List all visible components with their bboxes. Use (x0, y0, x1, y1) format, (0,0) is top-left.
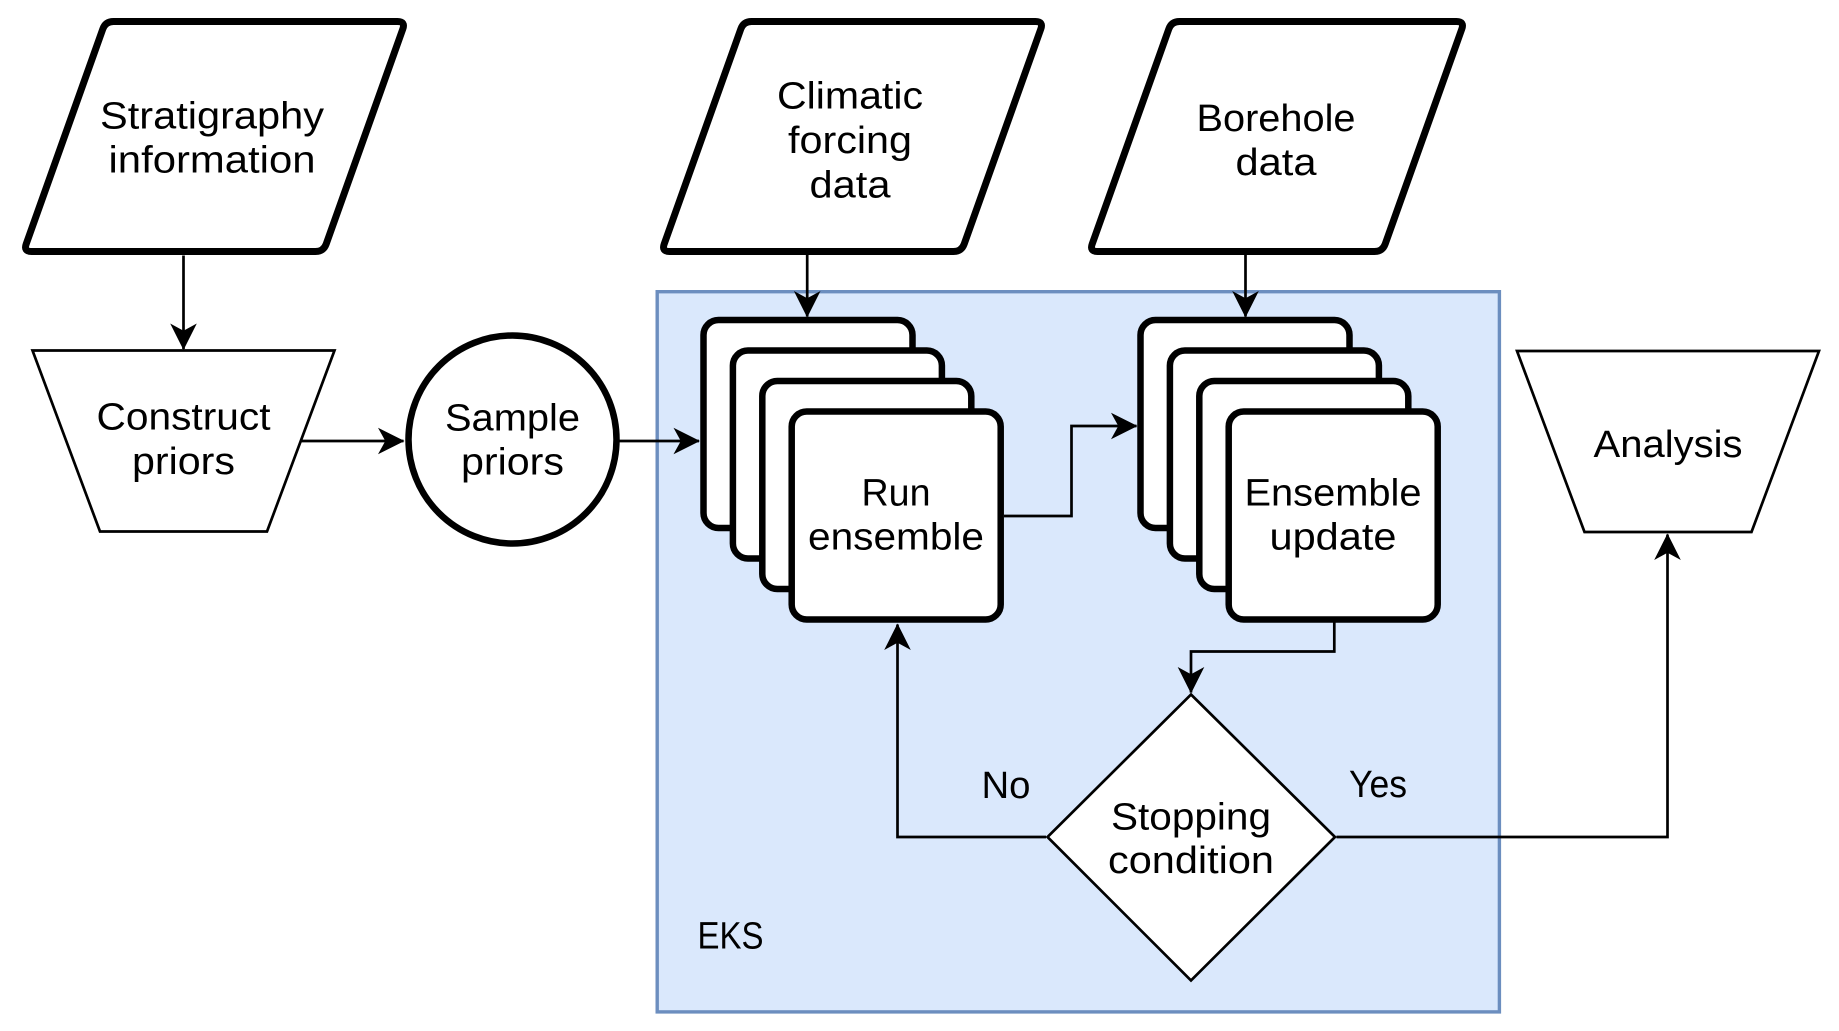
svg-text:Climatic: Climatic (777, 76, 923, 118)
svg-text:Analysis: Analysis (1594, 424, 1743, 466)
svg-text:EKS: EKS (698, 916, 764, 958)
svg-text:update: update (1270, 517, 1397, 559)
svg-text:ensemble: ensemble (808, 517, 984, 559)
svg-text:Ensemble: Ensemble (1245, 473, 1422, 515)
svg-text:data: data (810, 165, 892, 207)
svg-text:condition: condition (1108, 840, 1274, 882)
svg-text:Borehole: Borehole (1197, 98, 1356, 140)
svg-text:Construct: Construct (97, 397, 271, 439)
svg-text:information: information (109, 140, 316, 182)
svg-text:Stratigraphy: Stratigraphy (100, 96, 324, 138)
svg-text:Yes: Yes (1349, 764, 1407, 806)
svg-text:Sample: Sample (445, 398, 580, 440)
svg-text:priors: priors (461, 442, 564, 484)
svg-text:No: No (982, 765, 1031, 807)
svg-text:Stopping: Stopping (1111, 797, 1271, 839)
svg-text:forcing: forcing (788, 120, 912, 162)
svg-text:data: data (1236, 142, 1318, 184)
svg-text:Run: Run (862, 473, 931, 515)
svg-text:priors: priors (132, 441, 235, 483)
